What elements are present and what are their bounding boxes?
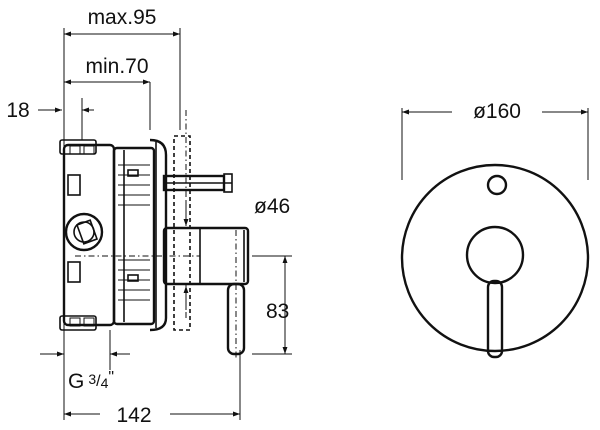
valve-body — [59, 139, 116, 331]
lever-base — [465, 225, 525, 285]
overall-depth-label: 142 — [116, 404, 151, 427]
dimension-overall-depth: 142 — [64, 400, 240, 427]
dimension-spindle: ø46 — [183, 195, 290, 310]
front-view: ø160 — [400, 96, 590, 359]
dimension-max-depth: max.95 — [64, 6, 180, 37]
wall-offset-label: 18 — [6, 99, 29, 122]
lever-height-label: 83 — [266, 300, 289, 323]
plate-diameter-label: ø160 — [473, 100, 521, 123]
dimension-lever-height: 83 — [252, 255, 292, 355]
dimension-min-depth: min.70 — [64, 55, 150, 85]
cover-plate-front — [400, 163, 590, 353]
cartridge — [112, 146, 156, 326]
diverter-stem — [162, 173, 233, 193]
dimension-wall-offset: 18 — [6, 98, 94, 140]
cover-plate-side — [149, 135, 191, 332]
max-depth-label: max.95 — [88, 6, 157, 29]
spindle-diameter-label: ø46 — [254, 195, 290, 218]
diverter-knob — [486, 174, 508, 196]
lever-handle — [162, 226, 250, 356]
min-depth-label: min.70 — [85, 55, 148, 78]
lever-arm — [486, 279, 504, 359]
side-view: max.95 min.70 18 — [6, 6, 292, 427]
